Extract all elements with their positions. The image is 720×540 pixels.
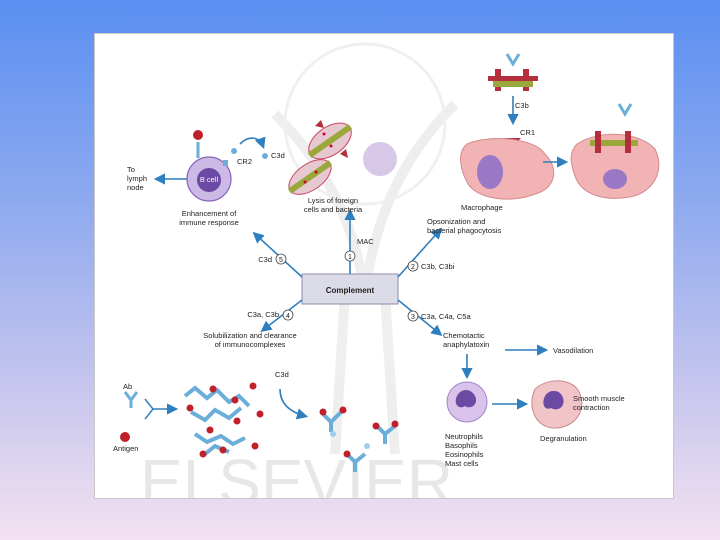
complement-label: Complement xyxy=(326,286,375,295)
opsonization-label-1: Opsonization and xyxy=(427,217,485,226)
to-lymph-3: node xyxy=(127,183,144,192)
arrow-opsonization xyxy=(397,227,443,278)
svg-text:5: 5 xyxy=(279,257,283,264)
smooth-muscle-label-1: Smooth muscle xyxy=(573,394,625,403)
svg-text:ELSEVIER: ELSEVIER xyxy=(140,446,453,498)
basophils-label: Basophils xyxy=(445,441,478,450)
macrophage-label: Macrophage xyxy=(461,203,503,212)
immunocomplex-illustration xyxy=(120,382,399,472)
watermark: ELSEVIER xyxy=(140,42,459,518)
c3d-label-complex: C3d xyxy=(275,370,289,379)
step-4: 4 C3a, C3b xyxy=(247,309,294,321)
lysed-cell-illustration xyxy=(287,120,397,195)
cr2-label: CR2 xyxy=(237,157,252,166)
smooth-muscle-label-2: contraction xyxy=(573,403,610,412)
step-3: 3 C3a, C4a, C5a xyxy=(407,310,471,322)
to-lymph-2: lymph xyxy=(127,174,147,183)
ab-label: Ab xyxy=(123,382,132,391)
mast-cells-label: Mast cells xyxy=(445,459,479,468)
enhancement-label-1: Enhancement of xyxy=(182,209,238,218)
svg-text:MAC: MAC xyxy=(357,237,374,246)
figure-panel: ELSEVIER Complement 1 MAC 2 C3b, C3bi 3 … xyxy=(94,33,674,518)
degranulated-cell-illustration xyxy=(531,380,583,429)
complement-diagram: ELSEVIER Complement 1 MAC 2 C3b, C3bi 3 … xyxy=(113,42,660,518)
svg-text:C3a, C4a, C5a: C3a, C4a, C5a xyxy=(421,312,471,321)
eosinophils-label: Eosinophils xyxy=(445,450,484,459)
degranulation-label: Degranulation xyxy=(540,434,587,443)
to-lymph-1: To xyxy=(127,165,135,174)
c3b-label: C3b xyxy=(515,101,529,110)
step-1: 1 MAC xyxy=(344,237,374,262)
arrow-chemotactic xyxy=(397,299,443,337)
lysis-label-line2: cells and bacteria xyxy=(304,205,363,214)
antigen-label: Antigen xyxy=(113,444,138,453)
svg-text:C3d: C3d xyxy=(258,255,272,264)
step-2: 2 C3b, C3bi xyxy=(407,260,455,272)
svg-text:C3a, C3b: C3a, C3b xyxy=(247,310,279,319)
solubilization-label-2: of immunocomplexes xyxy=(215,340,286,349)
c3d-label-bcell: C3d xyxy=(271,151,285,160)
neutrophils-label: Neutrophils xyxy=(445,432,483,441)
svg-text:1: 1 xyxy=(348,254,352,261)
step-5: 5 C3d xyxy=(258,253,287,265)
granulocyte-illustration xyxy=(446,381,488,423)
chemotactic-label-1: Chemotactic xyxy=(443,331,485,340)
b-cell-label: B cell xyxy=(200,175,219,184)
chemotactic-label-2: anaphylatoxin xyxy=(443,340,489,349)
enhancement-label-2: immune response xyxy=(179,218,239,227)
solubilization-label-1: Solubilization and clearance xyxy=(203,331,296,340)
svg-text:C3b, C3bi: C3b, C3bi xyxy=(421,262,455,271)
arrow-solubilization xyxy=(260,299,303,332)
svg-text:3: 3 xyxy=(411,314,415,321)
svg-text:2: 2 xyxy=(411,264,415,271)
macrophage-illustration xyxy=(460,53,660,200)
b-cell-illustration xyxy=(153,130,268,202)
lysis-label-line1: Lysis of foreign xyxy=(308,196,358,205)
svg-text:4: 4 xyxy=(286,313,290,320)
cr1-label: CR1 xyxy=(520,128,535,137)
vasodilation-label: Vasodilation xyxy=(553,346,593,355)
opsonization-label-2: bacterial phagocytosis xyxy=(427,226,501,235)
